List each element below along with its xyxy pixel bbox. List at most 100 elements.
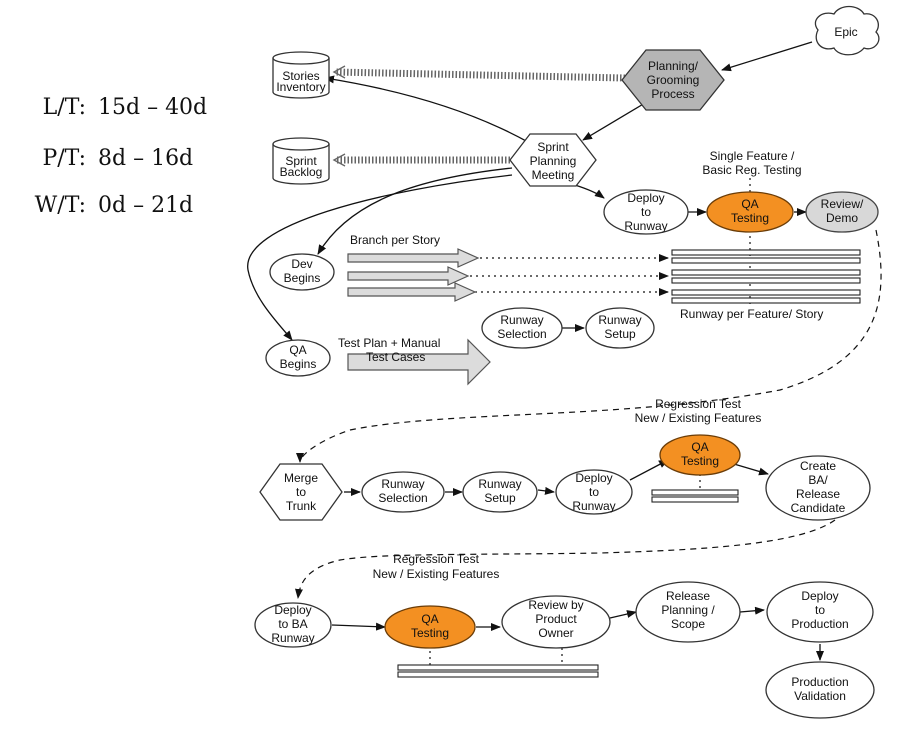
stories-inventory-cylinder: Stories Inventory [272, 51, 330, 99]
planning-label-1: Planning/ [648, 59, 699, 73]
branch-arrow-1 [347, 248, 480, 268]
edge-planning-stories [334, 68, 626, 82]
sprint-backlog-label-1: Sprint [285, 154, 317, 168]
sprint-planning-hex: Sprint Planning Meeting [509, 133, 597, 187]
process-time-label: P/T: [42, 146, 86, 171]
production-validation-label-2: Validation [794, 689, 846, 703]
deploy-ba-label-3: Runway [271, 631, 314, 645]
deploy-runway-2-label-2: to [589, 485, 599, 499]
runway-setup-2-label-1: Runway [478, 477, 521, 491]
sprint-backlog-cylinder: Sprint Backlog [272, 137, 330, 185]
dev-begins-node: Dev Begins [269, 253, 335, 291]
deploy-runway-1-label-1: Deploy [627, 191, 664, 205]
edge-planning-sprint [582, 102, 646, 141]
runway-bar [671, 297, 861, 304]
review-po-label-3: Owner [538, 626, 573, 640]
runway-selection-node-2: Runway Selection [361, 471, 445, 513]
deploy-ba-node: Deploy to BA Runway [254, 602, 332, 648]
edge-setup-deploy-2 [537, 486, 555, 495]
review-po-label-1: Review by [528, 598, 583, 612]
qa-testing-node-3: QA Testing [384, 605, 476, 649]
lead-time-value: 15d – 40d [98, 95, 207, 120]
qa-testing-3-label-2: Testing [411, 626, 449, 640]
regression-note-1-line-1: Regression Test [655, 397, 741, 411]
branch-arrow-3 [347, 282, 477, 302]
runway-bar [671, 289, 861, 296]
release-planning-label-2: Planning / [661, 603, 715, 617]
qa-begins-node: QA Begins [265, 339, 331, 377]
edge-release-deployprod [739, 606, 765, 615]
deploy-ba-label-1: Deploy [274, 603, 311, 617]
runway-bar [671, 277, 861, 284]
edge-deployba-qa3 [331, 622, 386, 631]
qa-testing-3-label-1: QA [421, 612, 438, 626]
review-po-node: Review by Product Owner [501, 595, 611, 649]
create-ba-label-4: Candidate [791, 501, 846, 515]
sprint-planning-label-1: Sprint [537, 140, 569, 154]
edge-reviewpo-release [609, 610, 637, 619]
runway-selection-1-label-1: Runway [500, 313, 543, 327]
qa-testing-2-label-1: QA [691, 440, 708, 454]
stories-arrowhead [332, 65, 346, 79]
runway-setup-1-label-2: Setup [604, 327, 636, 341]
branch-per-story-note: Branch per Story [350, 233, 440, 247]
edge-sprint-qa [247, 174, 513, 341]
qa-testing-2-label-2: Testing [681, 454, 719, 468]
production-validation-node: Production Validation [765, 661, 875, 719]
production-validation-label-1: Production [791, 675, 848, 689]
release-planning-node: Release Planning / Scope [635, 581, 741, 643]
release-planning-label-1: Release [666, 589, 710, 603]
deploy-production-label-3: Production [791, 617, 848, 631]
runway-selection-2-label-2: Selection [378, 491, 427, 505]
qa-testing-node-1: QA Testing [706, 191, 794, 233]
qa-begins-label-1: QA [289, 343, 306, 357]
runway-setup-node-1: Runway Setup [585, 307, 655, 349]
runway-bars-2 [651, 489, 739, 503]
runway-bar [651, 489, 739, 496]
qa-testing-node-2: QA Testing [659, 434, 741, 476]
runway-bar [397, 671, 599, 678]
runway-setup-1-label-1: Runway [598, 313, 641, 327]
deploy-runway-2-label-3: Runway [572, 499, 615, 513]
deploy-runway-node-2: Deploy to Runway [555, 469, 633, 515]
runway-selection-2-label-1: Runway [381, 477, 424, 491]
create-ba-label-2: BA/ [808, 473, 828, 487]
runway-bar [671, 257, 861, 264]
merge-trunk-hex: Merge to Trunk [259, 463, 343, 521]
deploy-runway-2-label-1: Deploy [575, 471, 612, 485]
merge-label-1: Merge [284, 471, 318, 485]
create-ba-node: Create BA/ Release Candidate [765, 455, 871, 521]
stories-inventory-label-1: Stories [282, 69, 319, 83]
planning-label-3: Process [651, 87, 694, 101]
runway-selection-1-label-2: Selection [497, 327, 546, 341]
branch-arrow-2 [347, 266, 470, 286]
test-plan-arrow [347, 338, 491, 386]
review-demo-label-1: Review/ [821, 197, 864, 211]
epic-cloud: Epic [814, 5, 880, 56]
edge-epic-planning [721, 41, 813, 72]
qa-testing-1-label-2: Testing [731, 211, 769, 225]
test-plan-note-1: Test Plan + Manual [338, 336, 440, 350]
merge-label-2: to [296, 485, 306, 499]
runway-bars-3 [397, 664, 599, 678]
lead-time-label: L/T: [43, 95, 86, 120]
regression-note-1-line-2: New / Existing Features [635, 411, 762, 425]
deploy-ba-label-2: to BA [278, 617, 307, 631]
deploy-runway-1-label-3: Runway [624, 219, 667, 233]
runway-bar [671, 249, 861, 256]
test-plan-note-2: Test Cases [366, 350, 425, 364]
connectors [247, 41, 882, 665]
edge-deploy-qa2 [629, 459, 669, 481]
single-feature-note-2: Basic Reg. Testing [702, 163, 801, 177]
sprint-planning-label-3: Meeting [532, 168, 575, 182]
regression-note-2-line-2: New / Existing Features [373, 567, 500, 581]
edge-sprint-stories [324, 75, 529, 143]
release-planning-label-3: Scope [671, 617, 705, 631]
process-time-value: 8d – 16d [98, 146, 193, 171]
runway-setup-node-2: Runway Setup [462, 471, 538, 513]
sprint-backlog-label-2: Backlog [280, 165, 323, 179]
metrics-panel: L/T: 15d – 40d P/T: 8d – 16d W/T: 0d – 2… [35, 95, 207, 218]
edge-createba-deployba [295, 519, 836, 599]
qa-begins-label-2: Begins [280, 357, 317, 371]
